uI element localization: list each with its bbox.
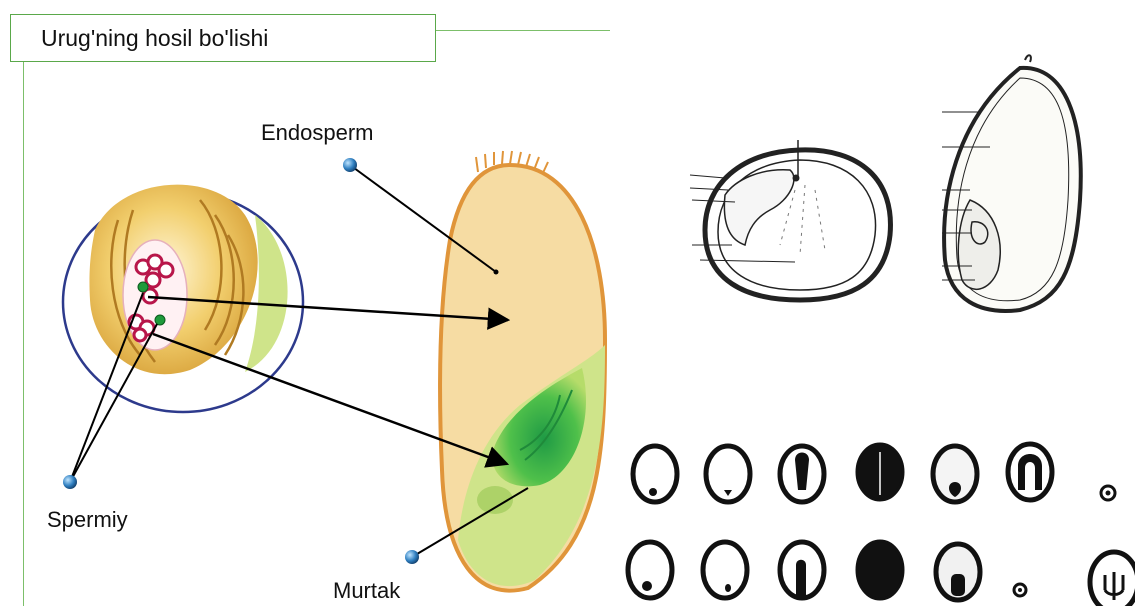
grain-section-drawing	[942, 55, 1081, 311]
seed-types-row-1	[633, 444, 1115, 502]
murtak-marker-dot	[405, 550, 419, 564]
endosperm-marker-dot	[343, 158, 357, 172]
endosperm-label: Endosperm	[261, 120, 374, 146]
seed-types-row-2	[628, 541, 1135, 606]
spermiy-marker-dot	[63, 475, 77, 489]
bean-seed-section-drawing	[690, 140, 890, 300]
spermiy-label: Spermiy	[47, 507, 128, 533]
murtak-label: Murtak	[333, 578, 400, 604]
